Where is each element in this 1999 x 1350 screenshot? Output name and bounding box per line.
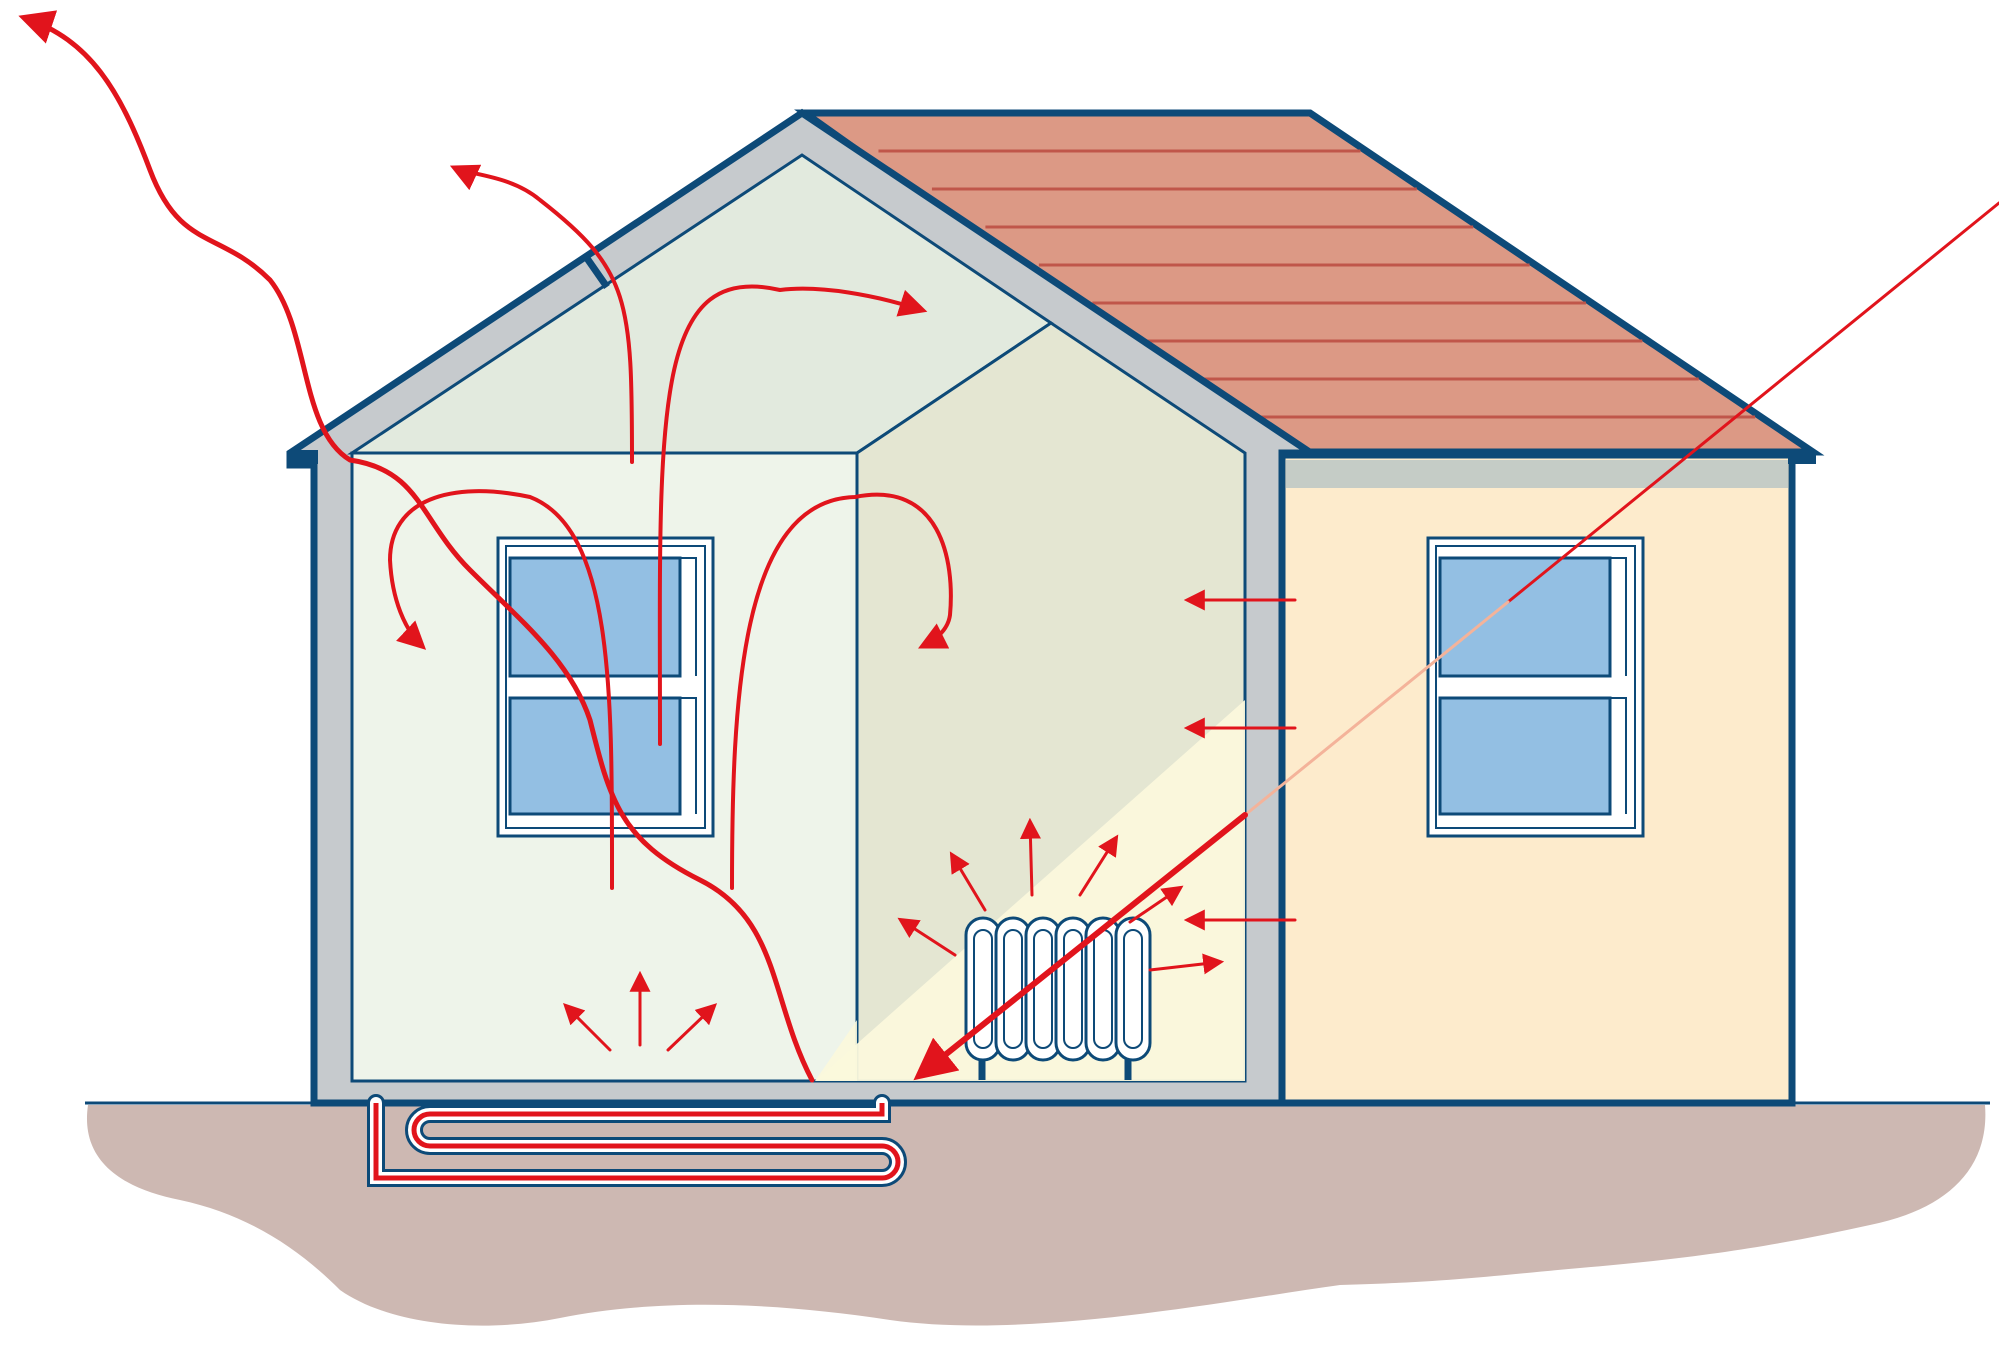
radiator-heat-arrow bbox=[1128, 885, 1184, 924]
radiator-column-inner bbox=[1003, 929, 1023, 1049]
radiator-heat-arrow bbox=[949, 851, 987, 912]
floor-heat-arrow bbox=[666, 1003, 718, 1052]
radiator-column-inner bbox=[1093, 929, 1113, 1049]
heat-flow-arrows bbox=[18, 10, 1297, 1083]
floor-heat-arrow bbox=[563, 1003, 612, 1052]
underfloor-heating-pipe-icon bbox=[367, 1094, 907, 1187]
radiator-heat-arrow bbox=[897, 917, 957, 957]
radiator-icon bbox=[964, 916, 1152, 1080]
heat-loss-arrow-chimney bbox=[449, 164, 634, 464]
convection-arrow-attic bbox=[657, 284, 928, 746]
right-eave bbox=[1788, 450, 1816, 464]
ground-soil bbox=[86, 1105, 1986, 1326]
left-eave bbox=[288, 450, 318, 464]
heat-loss-wavy-arrow bbox=[18, 10, 815, 1083]
radiator-heat-arrow bbox=[1019, 817, 1041, 897]
radiator-heat-arrow bbox=[1148, 953, 1225, 975]
radiator-column-inner bbox=[1123, 929, 1143, 1049]
window-right bbox=[1426, 536, 1645, 838]
eaves-band bbox=[1286, 460, 1788, 488]
convection-loop-left bbox=[387, 489, 615, 890]
convection-loop-right bbox=[730, 492, 953, 890]
window-left bbox=[496, 536, 715, 838]
sunlight-glow-left-room bbox=[815, 1020, 857, 1081]
sunlight-ray bbox=[913, 201, 1999, 1081]
roof-tile-lines bbox=[878, 149, 1756, 419]
radiator-heat-arrow bbox=[1078, 834, 1119, 897]
roof-vent bbox=[581, 251, 610, 290]
radiator-column-inner bbox=[1033, 929, 1053, 1049]
